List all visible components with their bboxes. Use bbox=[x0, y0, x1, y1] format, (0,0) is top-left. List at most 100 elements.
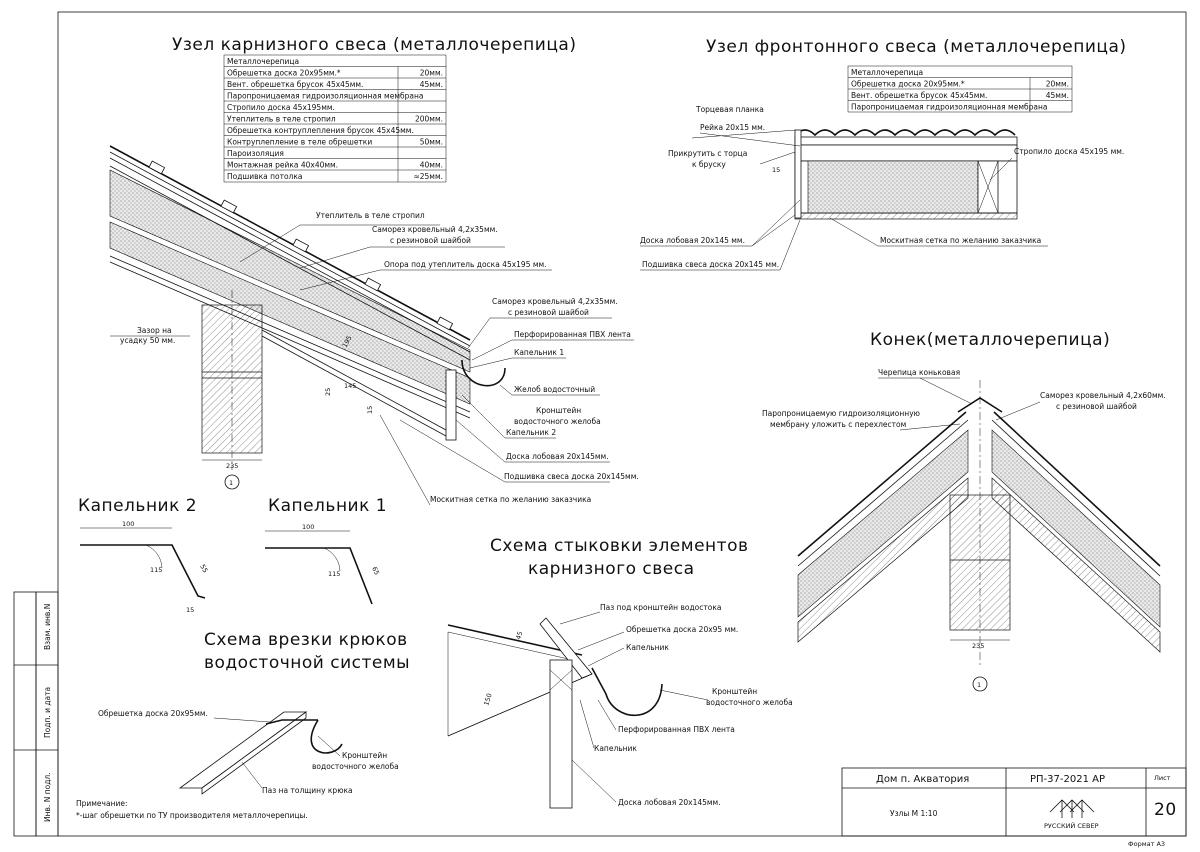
eave-label-mesh: Москитная сетка по желанию заказчика bbox=[430, 495, 591, 504]
gable-label-fascia: Доска лобовая 20х145 мм. bbox=[640, 236, 745, 245]
eave-table-row-name: Утеплитель в теле стропил bbox=[227, 115, 336, 124]
eave-table-row-name: Монтажная рейка 40х40мм. bbox=[227, 161, 338, 170]
gable-table-row-value: 20мм. bbox=[1046, 80, 1069, 89]
eave-label-bracket2: водосточного желоба bbox=[514, 417, 601, 426]
joint-label-groove: Паз под кронштейн водостока bbox=[600, 603, 721, 612]
eave-table-row-value: 200мм. bbox=[415, 115, 443, 124]
eave-table-row-value: 45мм. bbox=[420, 80, 443, 89]
drip2-dim-100: 100 bbox=[122, 520, 134, 528]
eave-table-row-name: Металлочерепица bbox=[227, 57, 299, 66]
joint-gutter-bracket bbox=[591, 667, 663, 717]
eave-gutter bbox=[461, 359, 506, 387]
title-block: Дом п. Акватория РП-37-2021 АР Лист Узлы… bbox=[841, 767, 1187, 848]
tb-desc: Узлы М 1:10 bbox=[890, 809, 938, 818]
joint-fascia bbox=[549, 659, 573, 809]
gable-table-row-name: Металлочерепица bbox=[851, 68, 923, 77]
ridge-node: Конек(металлочерепица) 235 1 Черепица ко… bbox=[762, 330, 1166, 692]
joint-label-batten: Обрешетка доска 20х95 мм. bbox=[626, 625, 738, 634]
eave-table-row-value: 40мм. bbox=[420, 161, 443, 170]
eave-node: Узел карнизного свеса (металлочерепица) … bbox=[109, 35, 639, 506]
eave-label-gap1: Зазор на bbox=[137, 326, 172, 335]
eave-table-row-name: Стропило доска 45х195мм. bbox=[227, 103, 335, 112]
eave-label-screw1b: с резиновой шайбой bbox=[390, 236, 471, 245]
stamp-replace: Взам. инв.N bbox=[43, 604, 52, 650]
tb-sheet-number: 20 bbox=[1154, 800, 1177, 820]
tb-project: Дом п. Акватория bbox=[876, 774, 969, 785]
joint-dim-45: 45 bbox=[514, 630, 524, 640]
eave-label-pvc: Перфорированная ПВХ лента bbox=[514, 330, 631, 339]
gable-table-row-value: 45мм. bbox=[1046, 91, 1069, 100]
eave-table-row-name: Обрешетка контруплепления брусок 45х45мм… bbox=[227, 126, 414, 135]
ridge-axis-marker bbox=[972, 676, 988, 692]
eave-label-drip2: Капельник 2 bbox=[506, 428, 556, 437]
joint-label-drip: Капельник bbox=[626, 643, 669, 652]
eave-label-soffit: Подшивка свеса доска 20х145мм. bbox=[504, 472, 639, 481]
ridge-title: Конек(металлочерепица) bbox=[870, 330, 1110, 350]
joint-dim-150: 150 bbox=[482, 692, 493, 706]
gable-leaders bbox=[640, 129, 1048, 271]
joint-label-bracket2: водосточного желоба bbox=[706, 698, 793, 707]
note-title: Примечание: bbox=[76, 799, 128, 808]
hooks-label-bracket2: водосточного желоба bbox=[312, 762, 399, 771]
eave-label-drip1: Капельник 1 bbox=[514, 348, 564, 357]
drip1-dim-65: 65 bbox=[370, 565, 381, 576]
eave-label-gap2: усадку 50 мм. bbox=[120, 336, 175, 345]
joint-scheme: Схема стыковки элементов карнизного свес… bbox=[447, 536, 793, 809]
hooks-bracket bbox=[310, 719, 343, 754]
eave-dim-25: 25 bbox=[324, 388, 332, 396]
tb-format: Формат А3 bbox=[1128, 840, 1165, 848]
eave-metal-tile bbox=[109, 145, 471, 341]
gable-table-row-name: Паропроницаемая гидроизоляционная мембра… bbox=[851, 103, 1047, 112]
eave-table-row-name: Контруплепление в теле обрешетки bbox=[227, 138, 372, 147]
gable-metal-tile bbox=[794, 129, 1016, 137]
drip2-dim-15: 15 bbox=[186, 606, 194, 614]
eave-rafter-insulation bbox=[109, 169, 471, 373]
drip-edge-2: Капельник 2 100 115 55 15 bbox=[78, 496, 209, 614]
ridge-label-memb2: мембрану уложить с перехлестом bbox=[770, 420, 906, 429]
eave-dim-15: 15 bbox=[366, 406, 374, 414]
ridge-insulation-left bbox=[797, 429, 969, 618]
eave-label-bracket1: Кронштейн bbox=[536, 406, 581, 415]
eave-label-fascia: Доска лобовая 20х145мм. bbox=[506, 452, 609, 461]
gable-label-end: Торцевая планка bbox=[695, 105, 764, 114]
gable-node: Узел фронтонного свеса (металлочерепица)… bbox=[640, 37, 1127, 271]
eave-label-gutter: Желоб водосточный bbox=[514, 385, 595, 394]
joint-label-drip2: Капельник bbox=[594, 744, 637, 753]
ridge-label-screw2: с резиновой шайбой bbox=[1056, 402, 1137, 411]
drip1-dim-100: 100 bbox=[302, 523, 314, 531]
gable-dim-15: 15 bbox=[772, 166, 780, 174]
eave-dim-145: 145 bbox=[344, 382, 356, 390]
gable-label-screw2: к бруску bbox=[692, 160, 726, 169]
joint-label-fascia: Доска лобовая 20х145мм. bbox=[618, 798, 721, 807]
joint-label-pvc: Перфорированная ПВХ лента bbox=[618, 725, 735, 734]
gable-title: Узел фронтонного свеса (металлочерепица) bbox=[706, 37, 1127, 57]
note: Примечание: *-шаг обрешетки по ТУ произв… bbox=[76, 799, 308, 820]
stamp-inventory: Инв. N подл. bbox=[43, 772, 52, 822]
gable-label-soffit: Подшивка свеса доска 20х145 мм. bbox=[642, 260, 779, 269]
eave-counter-insulation bbox=[109, 221, 471, 405]
gable-table-row-name: Обрешетка доска 20х95мм.* bbox=[851, 80, 965, 89]
company-logo bbox=[1049, 799, 1095, 818]
joint-title: Схема стыковки элементов bbox=[490, 536, 749, 556]
drip1-dim-115: 115 bbox=[328, 570, 340, 578]
hooks-label-board: Обрешетка доска 20х95мм. bbox=[98, 709, 208, 718]
ridge-label-screw1: Саморез кровельный 4,2х60мм. bbox=[1040, 391, 1166, 400]
tb-code: РП-37-2021 АР bbox=[1030, 774, 1105, 785]
eave-leaders bbox=[110, 224, 634, 506]
hooks-label-cut: Паз на толщину крюка bbox=[262, 786, 353, 795]
drip-edge-1: Капельник 1 100 115 65 bbox=[265, 496, 387, 605]
hooks-title: Схема врезки крюков bbox=[204, 630, 408, 650]
drip2-title: Капельник 2 bbox=[78, 496, 197, 516]
ridge-axis-label: 1 bbox=[977, 681, 981, 689]
eave-table-row-name: Обрешетка доска 20х95мм.* bbox=[227, 69, 341, 78]
eave-dim-235: 235 bbox=[226, 462, 238, 470]
drip1-title: Капельник 1 bbox=[268, 496, 387, 516]
eave-table-row-name: Подшивка потолка bbox=[227, 172, 302, 181]
eave-label-screw2a: Саморез кровельный 4,2х35мм. bbox=[492, 297, 618, 306]
hooks-label-bracket1: Кронштейн bbox=[342, 751, 387, 760]
eave-table-row-name: Вент. обрешетка брусок 45х45мм. bbox=[227, 80, 363, 89]
